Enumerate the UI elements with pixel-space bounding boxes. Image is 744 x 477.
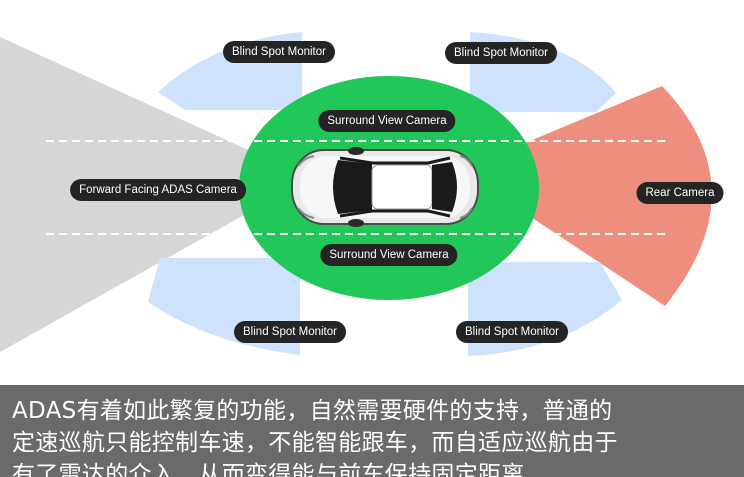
caption-bar: ADAS有着如此繁复的功能，自然需要硬件的支持，普通的 定速巡航只能控制车速，不… — [0, 385, 744, 477]
label-blind-spot-bottom-right: Blind Spot Monitor — [456, 321, 568, 343]
label-blind-spot-top-left: Blind Spot Monitor — [223, 41, 335, 63]
label-rear-camera: Rear Camera — [636, 182, 724, 204]
label-blind-spot-top-right: Blind Spot Monitor — [445, 42, 557, 64]
label-forward-camera: Forward Facing ADAS Camera — [70, 179, 246, 201]
label-blind-spot-bottom-left: Blind Spot Monitor — [234, 321, 346, 343]
car-top-view-icon — [291, 147, 479, 227]
adas-sensor-diagram — [0, 32, 712, 356]
label-surround-view-top: Surround View Camera — [318, 110, 456, 132]
label-surround-view-bottom: Surround View Camera — [320, 244, 458, 266]
caption-text: ADAS有着如此繁复的功能，自然需要硬件的支持，普通的 定速巡航只能控制车速，不… — [12, 398, 618, 477]
